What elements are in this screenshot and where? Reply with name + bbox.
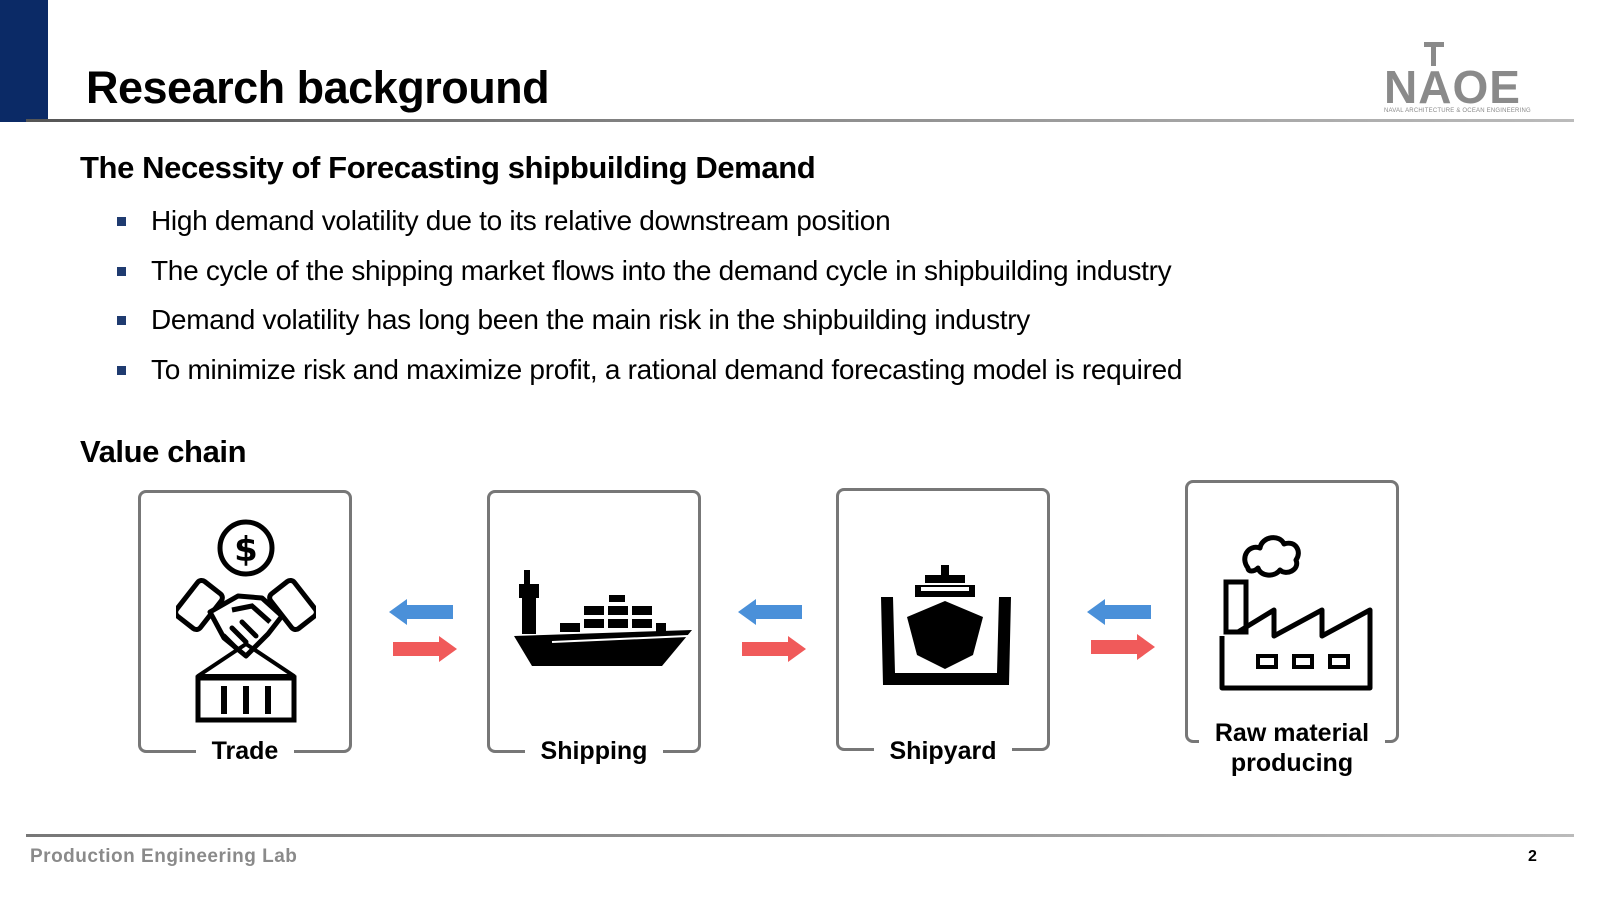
trade-handshake-icon: $ (176, 519, 316, 723)
factory-icon (1219, 535, 1373, 691)
card-label-shipyard: Shipyard (839, 736, 1047, 766)
page-number: 2 (1528, 848, 1537, 865)
arrow-right-icon (1091, 634, 1155, 660)
bullet-list: High demand volatility due to its relati… (114, 200, 1182, 398)
value-chain-card-trade: $ Trade (138, 490, 352, 766)
naoe-logo: NAOE NAVAL ARCHITECTURE & OCEAN ENGINEER… (1384, 40, 1544, 122)
bullet-square-icon (117, 365, 126, 375)
value-chain-card-shipyard: Shipyard (836, 488, 1050, 766)
list-item: To minimize risk and maximize profit, a … (114, 349, 1182, 399)
list-item: Demand volatility has long been the main… (114, 299, 1182, 349)
footer-divider (26, 834, 1574, 837)
bullet-square-icon (117, 266, 126, 276)
bullet-square-icon (117, 217, 126, 226)
arrow-left-icon (1087, 599, 1151, 625)
list-item: The cycle of the shipping market flows i… (114, 250, 1182, 300)
footer-lab-name: Production Engineering Lab (30, 846, 298, 867)
arrow-right-icon (393, 636, 457, 662)
logo-text: NAOE (1384, 61, 1521, 113)
page-title: Research background (86, 62, 550, 113)
svg-text:$: $ (234, 530, 258, 570)
list-item: High demand volatility due to its relati… (114, 200, 1182, 250)
value-chain-card-raw-material: Raw material producing (1185, 480, 1399, 777)
arrow-right-icon (742, 636, 806, 662)
section-heading-value-chain: Value chain (80, 434, 247, 469)
card-label-raw-material: Raw material producing (1188, 718, 1396, 778)
arrow-left-icon (389, 599, 453, 625)
value-chain-card-shipping: Shipping (487, 490, 701, 766)
bullet-text: High demand volatility due to its relati… (151, 205, 891, 236)
bullet-text: The cycle of the shipping market flows i… (151, 254, 1172, 286)
header-divider (26, 119, 1574, 122)
arrow-left-icon (738, 599, 802, 625)
drydock-ship-icon (881, 565, 1011, 685)
logo-subtitle: NAVAL ARCHITECTURE & OCEAN ENGINEERING (1384, 108, 1531, 114)
card-label-shipping: Shipping (490, 736, 698, 766)
logo-mark-icon (1424, 42, 1444, 66)
bullet-square-icon (117, 316, 126, 325)
title-accent-bar (0, 0, 48, 122)
container-ship-icon (514, 570, 692, 666)
bullet-text: Demand volatility has long been the main… (151, 304, 1030, 335)
section-heading-forecasting: The Necessity of Forecasting shipbuildin… (80, 150, 816, 185)
card-label-trade: Trade (141, 736, 349, 766)
bullet-text: To minimize risk and maximize profit, a … (151, 353, 1183, 385)
